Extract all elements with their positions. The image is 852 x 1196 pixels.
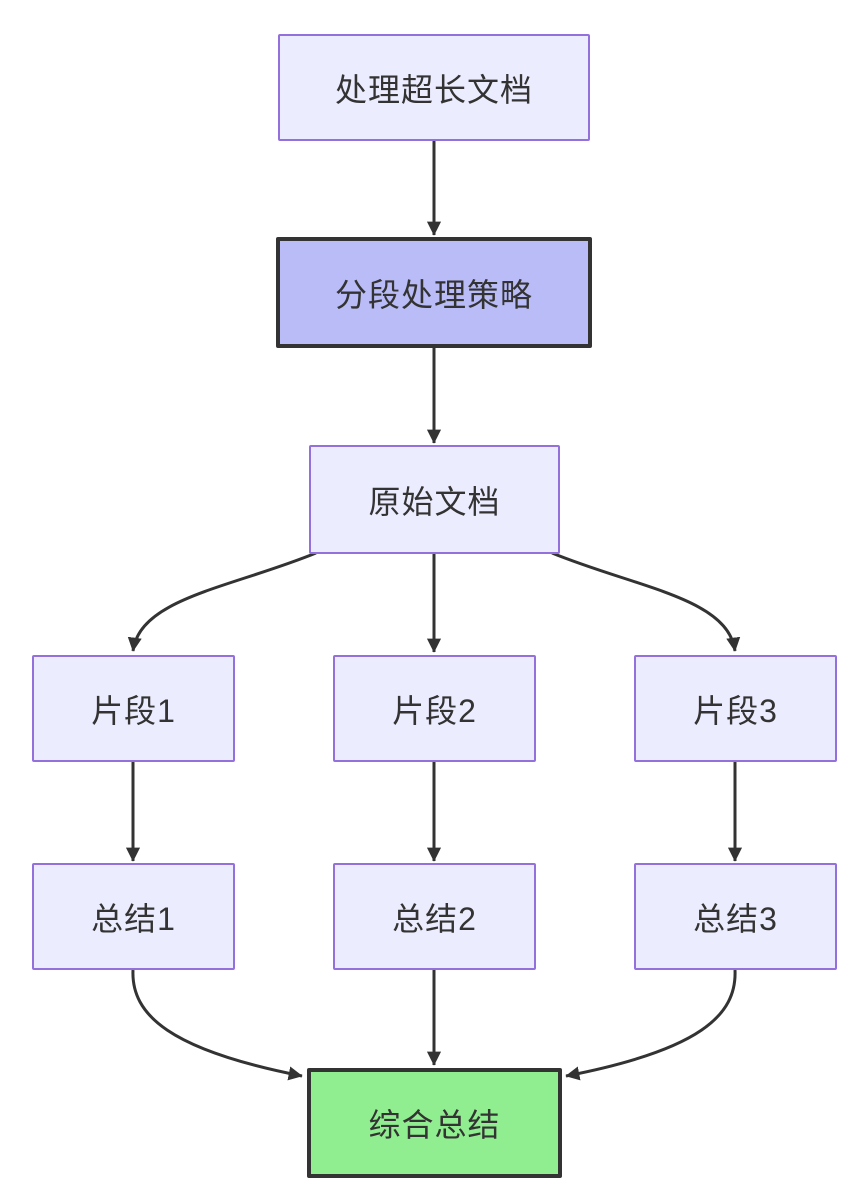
node-summary-2: 总结2 — [333, 863, 536, 970]
edge-original-document-fragment-1 — [127, 551, 317, 652]
node-process-long-document: 处理超长文档 — [278, 34, 590, 141]
node-summary-3: 总结3 — [634, 863, 837, 970]
node-fragment-2: 片段2 — [333, 655, 536, 762]
node-fragment-1: 片段1 — [32, 655, 235, 762]
edge-summary-1-final-summary — [131, 969, 303, 1081]
edge-original-document-fragment-3 — [551, 551, 741, 652]
node-fragment-3: 片段3 — [634, 655, 837, 762]
node-summary-1: 总结1 — [32, 863, 235, 970]
edge-summary-3-final-summary — [565, 969, 737, 1081]
node-original-document: 原始文档 — [309, 445, 560, 554]
node-segmented-processing-strategy: 分段处理策略 — [276, 237, 592, 348]
node-final-summary: 综合总结 — [307, 1068, 562, 1178]
